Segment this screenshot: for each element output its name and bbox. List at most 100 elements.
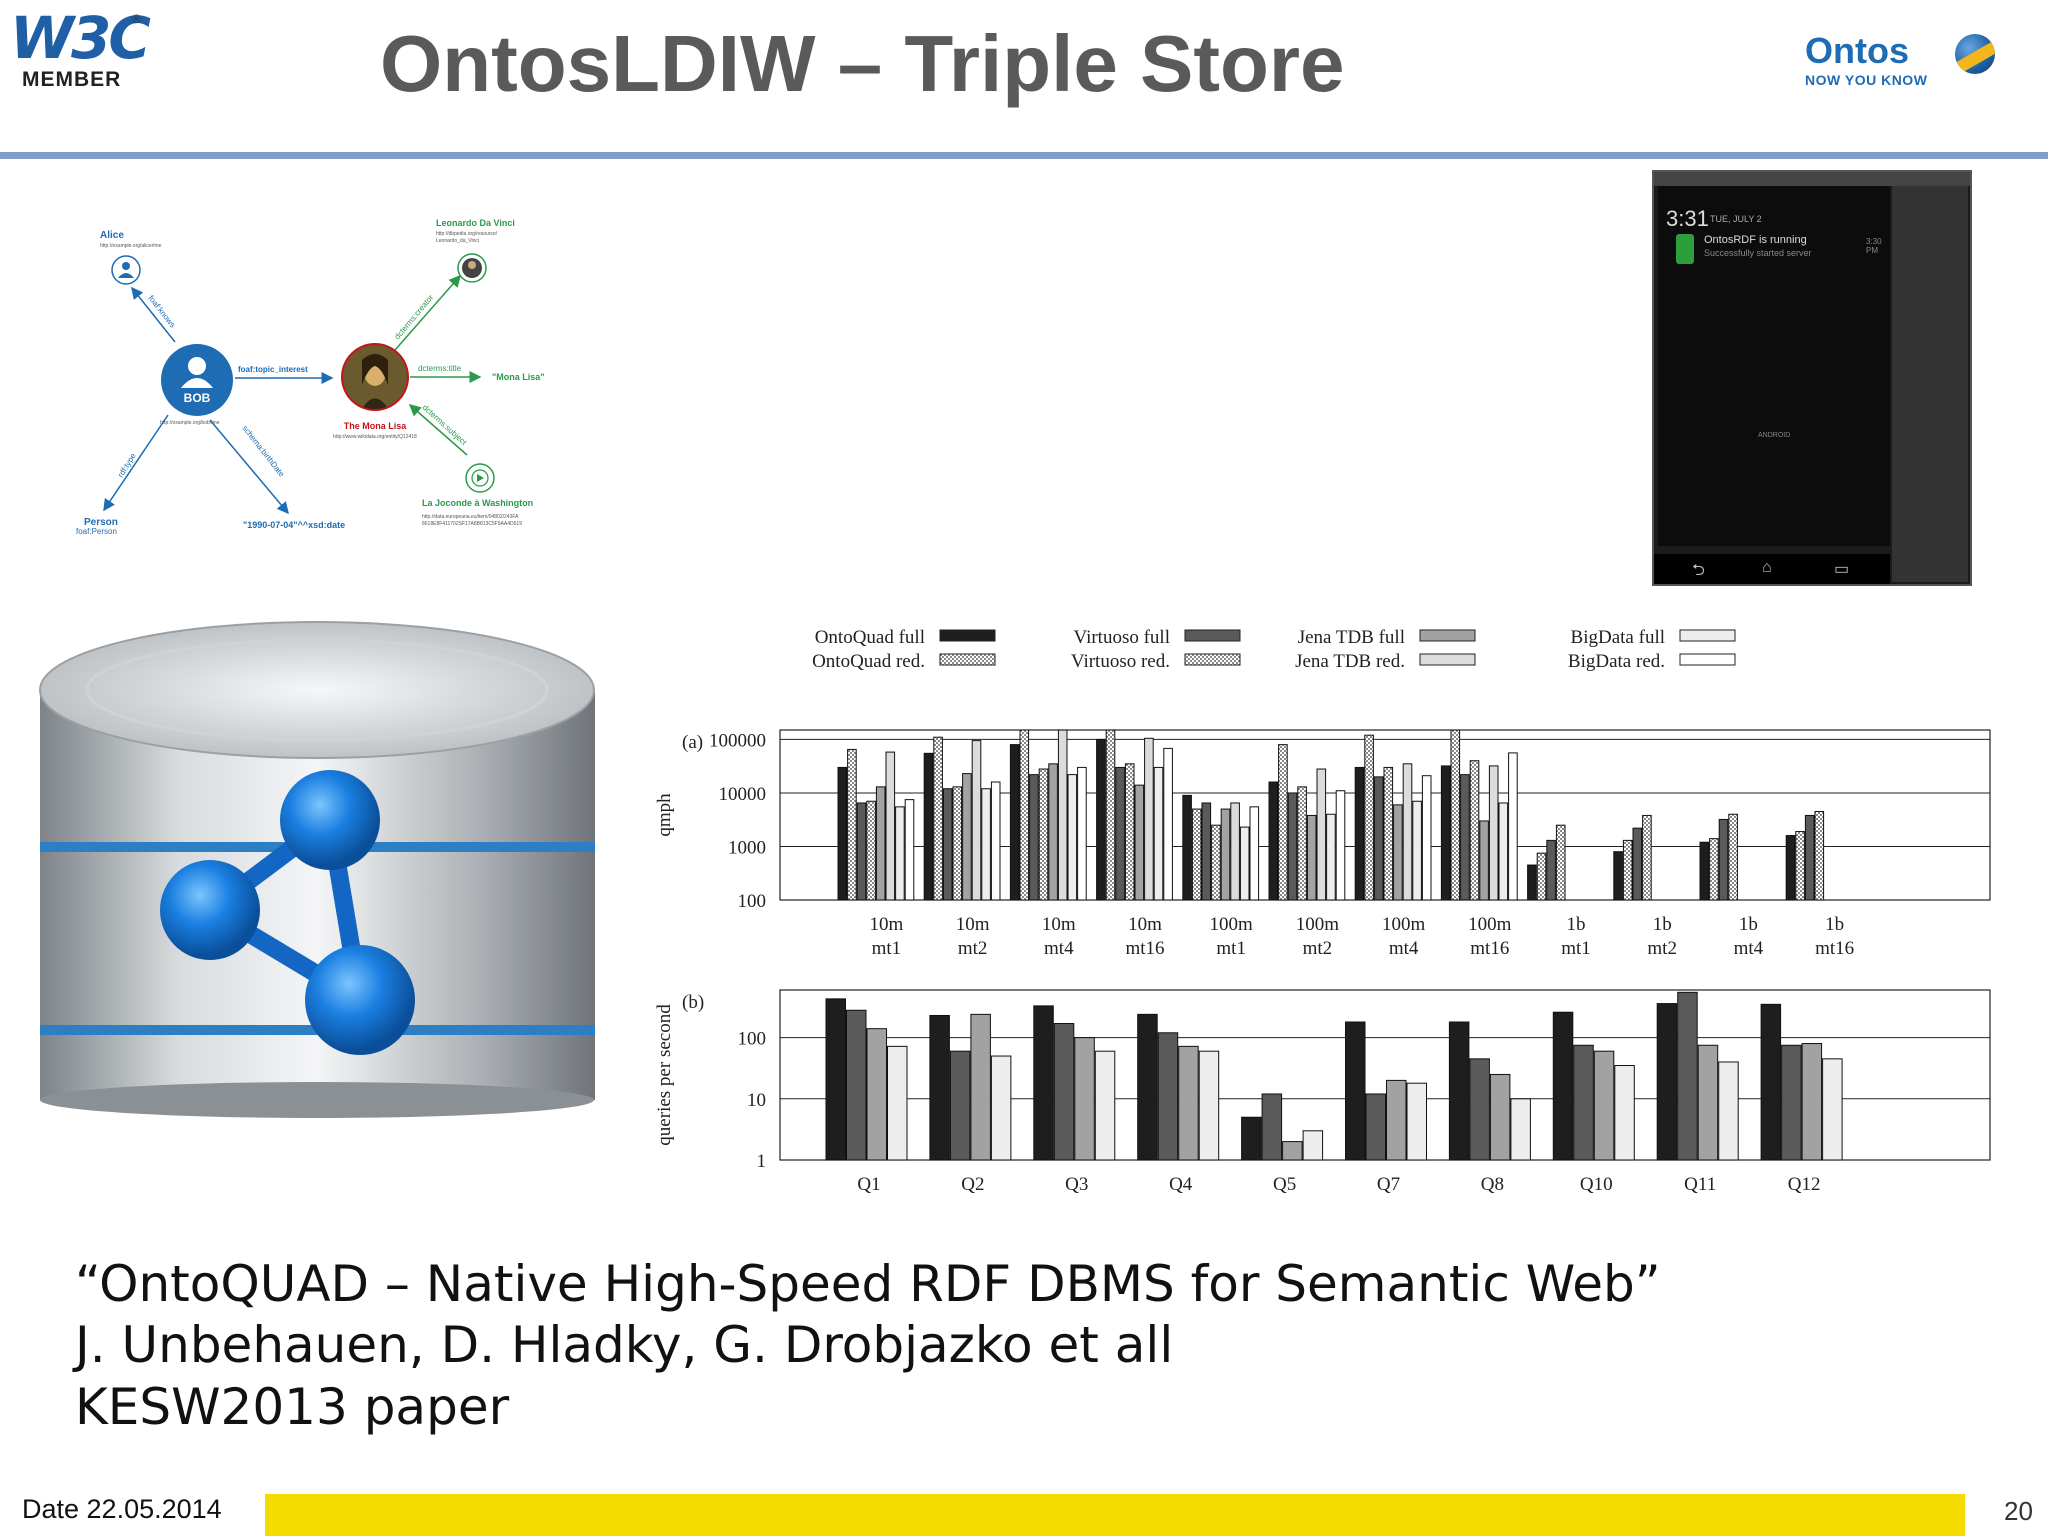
x-tick-label: 100m (1382, 914, 1426, 935)
mona-lisa-image (343, 345, 407, 409)
x-tick-label: mt16 (1815, 938, 1854, 959)
legend-swatch (1419, 653, 1476, 666)
legend-swatch (1184, 653, 1241, 666)
bar (1642, 814, 1652, 901)
x-tick-label: 1b (1567, 914, 1586, 935)
bar (1552, 1011, 1574, 1161)
person-node: Person foaf:Person (76, 517, 118, 536)
bar (866, 800, 876, 901)
x-tick-label: 1b (1825, 914, 1844, 935)
mona-lisa-label: The Mona Lisa (344, 421, 408, 431)
notification-subtitle: Successfully started server (1704, 248, 1812, 258)
bar (1406, 1082, 1427, 1161)
bar (1137, 1013, 1158, 1161)
bar (1178, 1045, 1199, 1161)
leonardo-uri-2: Leonardo_da_Vinci (436, 238, 479, 244)
alice-uri: http://example.org/alice#me (100, 243, 162, 249)
bar (971, 740, 982, 901)
x-tick-label: mt1 (872, 938, 902, 959)
bar (847, 748, 857, 901)
birthdate-literal: "1990-07-04"^^xsd:date (243, 520, 345, 530)
bar (1795, 831, 1805, 901)
bar (1697, 1044, 1719, 1161)
bar (1613, 851, 1623, 901)
android-robot-icon (1676, 234, 1694, 264)
phone-date: TUE, JULY 2 (1710, 214, 1762, 224)
emulator-controls-panel (1892, 186, 1968, 582)
bar (1201, 802, 1212, 901)
ontos-logo: Ontos NOW YOU KNOW (1805, 30, 2025, 100)
x-tick-label: Q4 (1169, 1174, 1193, 1195)
bar (1077, 766, 1087, 901)
bar (875, 786, 886, 901)
bar (1144, 737, 1154, 901)
bar (1306, 814, 1317, 901)
bar (1421, 775, 1432, 901)
bar (846, 1009, 867, 1161)
paper-venue: KESW2013 paper (75, 1378, 510, 1436)
x-tick-label: Q7 (1377, 1174, 1400, 1195)
bar (904, 799, 915, 901)
alice-person-icon (118, 262, 134, 278)
x-tick-label: 100m (1296, 914, 1340, 935)
bar (1364, 734, 1374, 901)
mona-lisa-node: The Mona Lisa http://www.wikidata.org/en… (333, 343, 417, 440)
y-tick-label: 100 (738, 1029, 767, 1050)
x-tick-label: 10m (1042, 914, 1076, 935)
legend-swatch (939, 629, 996, 642)
bar (1261, 1093, 1283, 1161)
bar (1249, 806, 1260, 901)
android-screenshot: 3:31 TUE, JULY 2 OntosRDF is running Suc… (1652, 170, 1972, 586)
legend-swatch (1419, 629, 1476, 642)
joconde-uri-2: 8618E8F411702SF17A8B813C5F9AA4D619 (422, 521, 522, 527)
bar (1593, 1050, 1615, 1161)
bar (856, 802, 867, 901)
x-tick-label: Q2 (961, 1174, 984, 1195)
panel-label: (b) (682, 992, 704, 1013)
back-icon[interactable]: ⮌ (1692, 562, 1705, 579)
x-tick-label: mt4 (1734, 938, 1764, 959)
x-tick-label: Q10 (1580, 1174, 1613, 1195)
x-tick-label: Q3 (1065, 1174, 1088, 1195)
x-tick-label: 10m (956, 914, 990, 935)
home-icon[interactable]: ⌂ (1762, 559, 1772, 576)
legend-label: Virtuoso full (1074, 627, 1171, 648)
bar (1527, 864, 1537, 901)
bar (1718, 1061, 1739, 1161)
y-axis-label: queries per second (654, 1004, 675, 1146)
x-tick-label: Q12 (1788, 1174, 1821, 1195)
x-tick-label: 10m (870, 914, 904, 935)
bar (923, 752, 934, 901)
bar (885, 751, 896, 901)
ontos-logo-tagline: NOW YOU KNOW (1805, 72, 1928, 88)
joconde-uri-1: http://data.europeana.eu/item/04802/243F… (422, 514, 519, 520)
bar (1814, 811, 1825, 901)
bar (952, 786, 963, 901)
bar (1622, 839, 1633, 901)
paper-authors: J. Unbehauen, D. Hladky, G. Drobjazko et… (75, 1316, 1174, 1374)
bar (1822, 1058, 1843, 1161)
footer-date: Date 22.05.2014 (22, 1494, 222, 1524)
bar (962, 773, 972, 901)
bar (1412, 800, 1422, 901)
bar (1365, 1093, 1386, 1161)
edge-label-topic: foaf:topic_interest (238, 365, 308, 374)
y-tick-label: 100 (738, 891, 767, 912)
bar (1489, 1073, 1511, 1161)
y-tick-label: 1000 (728, 837, 766, 858)
recents-icon[interactable]: ▭ (1834, 561, 1850, 578)
bar (887, 1045, 908, 1161)
edge-label-subject: dcterms:subject (421, 403, 469, 448)
bar (1448, 1021, 1470, 1161)
bar (1220, 808, 1231, 901)
x-tick-label: 1b (1739, 914, 1758, 935)
y-tick-label: 1 (757, 1151, 767, 1172)
bar (1134, 784, 1145, 901)
bar (1469, 760, 1480, 901)
bar (1053, 1023, 1075, 1161)
bob-label: BOB (184, 391, 211, 405)
bar (1115, 766, 1125, 901)
bar (1573, 1044, 1594, 1161)
leonardo-label: Leonardo Da Vinci (436, 218, 515, 228)
